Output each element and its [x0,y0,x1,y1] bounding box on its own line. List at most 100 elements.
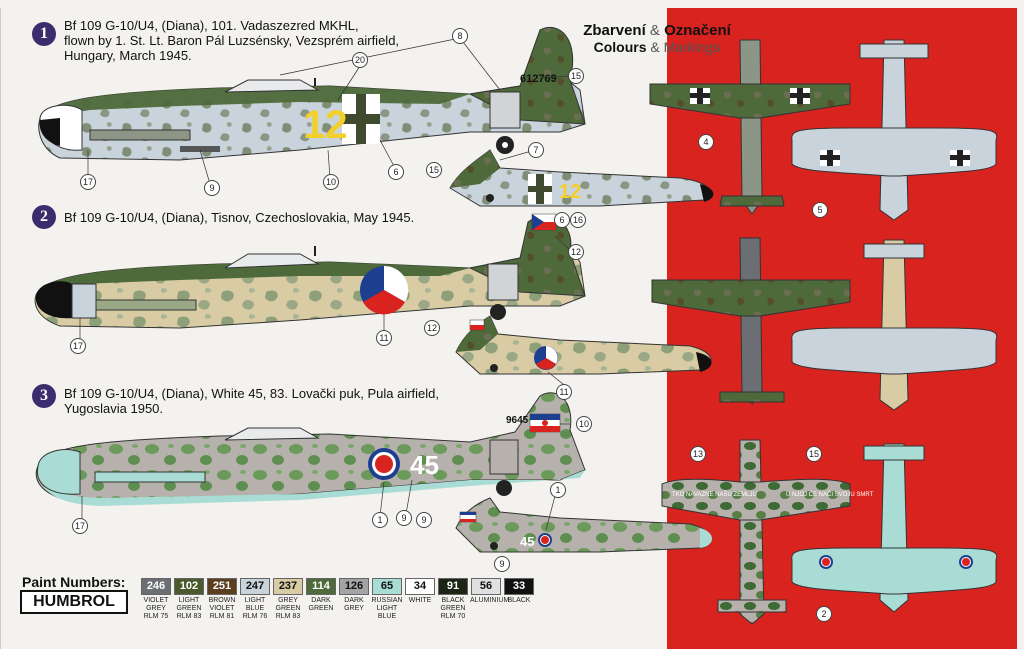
paint-name: DARK GREEN [308,597,334,612]
callout-15b: 15 [426,162,442,178]
paint-code: 33 [504,578,534,595]
paint-code: 34 [405,578,435,595]
scheme3-top-view [661,439,851,625]
callout-6: 6 [388,164,404,180]
leader-lines [79,37,571,531]
paint-name: BLACK GREEN RLM 70 [440,597,466,620]
paint-code: 246 [141,578,171,595]
paint-name: LIGHT BLUE RLM 76 [242,597,268,620]
paint-code: 126 [339,578,369,595]
starboard-number-1: 12 [559,181,581,203]
paint-name: VIOLET GREY RLM 75 [143,597,169,620]
callout-16: 16 [570,212,586,228]
callout-5: 5 [812,202,828,218]
scheme1-bottom-view [791,39,998,221]
paint-name: RUSSIAN LIGHT BLUE [371,597,403,620]
scheme-2-caption: Bf 109 G-10/U4, (Diana), Tisnov, Czechos… [64,210,415,225]
callout-10b: 10 [576,416,592,432]
colours-markings-heading: Zbarvení & Označení Colours & Markings [567,22,747,55]
heading-czech-b: Označení [664,22,731,39]
callout-17c: 17 [72,518,88,534]
paint-name: BROWN VIOLET RLM 81 [208,597,236,620]
scheme3-starboard-side [455,497,712,553]
paint-code: 102 [174,578,204,595]
scheme2-top-view [651,237,851,405]
fuselage-number-3: 45 [410,450,439,480]
heading-english-a: Colours [593,39,647,55]
scheme-1-caption: Bf 109 G-10/U4, (Diana), 101. Vadaszezre… [64,18,400,63]
scheme-2-badge: 2 [32,205,56,229]
paint-code: 56 [471,578,501,595]
paint-numbers-title: Paint Numbers: [22,574,126,590]
callout-4: 4 [698,134,714,150]
callout-9d: 9 [494,556,510,572]
paint-code: 114 [306,578,336,595]
paint-name: WHITE [408,597,432,604]
scheme1-starboard-side [449,149,714,207]
callout-6b: 6 [554,212,570,228]
callout-2: 2 [816,606,832,622]
callout-11b: 11 [556,384,572,400]
scheme1-profile [38,27,586,161]
humbrol-brand: HUMBROL [20,590,128,614]
callout-7: 7 [528,142,544,158]
callout-12b: 12 [424,320,440,336]
wing-slogan-left: TKO NAVAZNE NAŠU ZEMLJU [672,491,757,498]
callout-1: 1 [372,512,388,528]
callout-9: 9 [204,180,220,196]
paint-code: 91 [438,578,468,595]
paint-code: 237 [273,578,303,595]
scheme-1-badge: 1 [32,22,56,46]
scheme3-profile [35,392,586,506]
scheme2-bottom-view [791,239,998,411]
paint-name: ALUMINIUM [470,597,510,604]
callout-15: 15 [568,68,584,84]
wing-slogan-right: U NJOJ ĆE NAĆI SVOJU SMRT [786,491,874,498]
paint-code: 65 [372,578,402,595]
scheme2-starboard-side [455,315,712,375]
heading-amp-2: & [646,39,664,55]
scheme1-top-view [649,39,851,215]
scheme-3-badge: 3 [32,384,56,408]
callout-11: 11 [376,330,392,346]
paint-code: 247 [240,578,270,595]
paint-name: LIGHT GREEN RLM 83 [176,597,202,620]
heading-amp-1: & [645,22,665,39]
callout-1b: 1 [550,482,566,498]
sheet-frame [0,8,668,649]
callout-17b: 17 [70,338,86,354]
callout-9b: 9 [396,510,412,526]
paint-name: BLACK [507,597,531,604]
scheme3-bottom-view [791,443,998,613]
heading-czech-a: Zbarvení [583,22,646,39]
tail-code-3: 9645 [506,415,529,426]
callout-10: 10 [323,174,339,190]
scheme2-profile [34,213,586,329]
paint-name: DARK GREY [344,597,364,612]
heading-english-b: Markings [663,39,721,55]
scheme-3-caption: Bf 109 G-10/U4, (Diana), White 45, 83. L… [64,386,440,416]
callout-9c: 9 [416,512,432,528]
callout-12: 12 [568,244,584,260]
paint-code: 251 [207,578,237,595]
tail-code-1: 612769 [520,73,557,85]
paint-name: GREY GREEN RLM 83 [275,597,301,620]
callout-13: 13 [690,446,706,462]
fuselage-number-1: 12 [303,103,348,147]
callout-17: 17 [80,174,96,190]
callout-8: 8 [452,28,468,44]
